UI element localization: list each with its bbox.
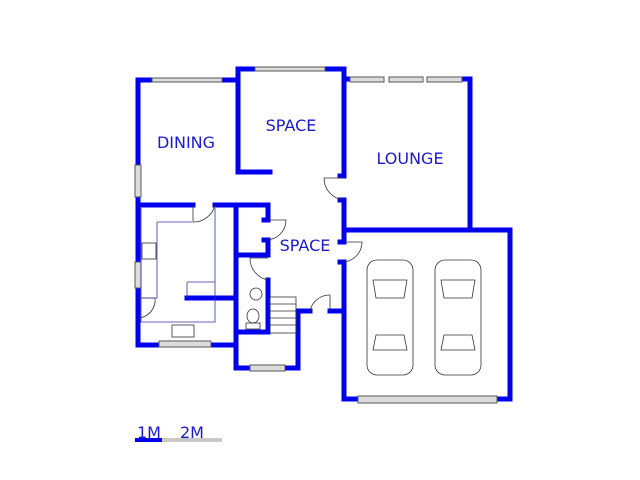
scale-label-1m: 1M [137,423,161,442]
stove-icon [141,242,157,260]
room-label-space: SPACE [280,236,331,255]
stairs [269,296,297,334]
car-icon [434,259,482,376]
car-icon [366,259,414,376]
room-label-dining: DINING [157,133,215,152]
toilet-icon [246,308,260,324]
room-label-lounge: LOUNGE [376,149,443,168]
sink-icon [171,324,195,338]
bathroom-fixtures [245,287,263,330]
room-label-space: SPACE [266,116,317,135]
scale-bar: 1M 2M [135,423,222,442]
windows [134,66,498,404]
scale-label-2m: 2M [180,423,204,442]
walls [135,66,513,402]
kitchen-counters [140,208,216,338]
basin-icon [249,287,263,301]
